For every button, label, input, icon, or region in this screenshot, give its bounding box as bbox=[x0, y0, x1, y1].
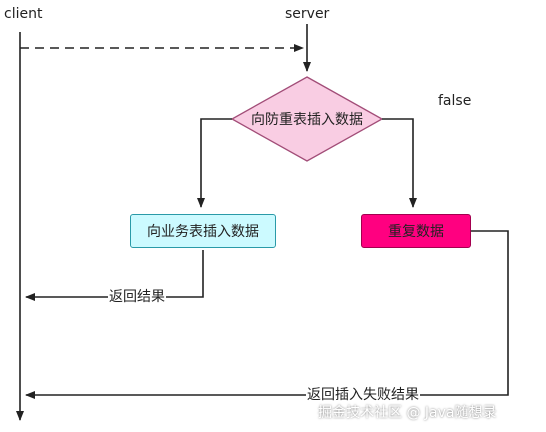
decision-to-duplicate-arrow bbox=[382, 118, 417, 208]
watermark: 掘金技术社区 @ Java随想录 bbox=[318, 405, 497, 421]
return-result-arrow bbox=[25, 250, 204, 301]
decision-label: 向防重表插入数据 bbox=[251, 112, 363, 128]
duplicate-data-box: 重复数据 bbox=[361, 214, 471, 248]
server-label: server bbox=[285, 6, 330, 22]
false-label: false bbox=[438, 93, 472, 109]
decision-diamond bbox=[230, 76, 384, 162]
insert-business-box: 向业务表插入数据 bbox=[130, 214, 276, 248]
return-result-label: 返回结果 bbox=[108, 289, 166, 305]
decision-to-insert-arrow bbox=[197, 118, 232, 208]
client-label: client bbox=[4, 6, 43, 22]
return-failure-label: 返回插入失败结果 bbox=[306, 387, 420, 403]
return-failure-arrow bbox=[25, 230, 509, 399]
